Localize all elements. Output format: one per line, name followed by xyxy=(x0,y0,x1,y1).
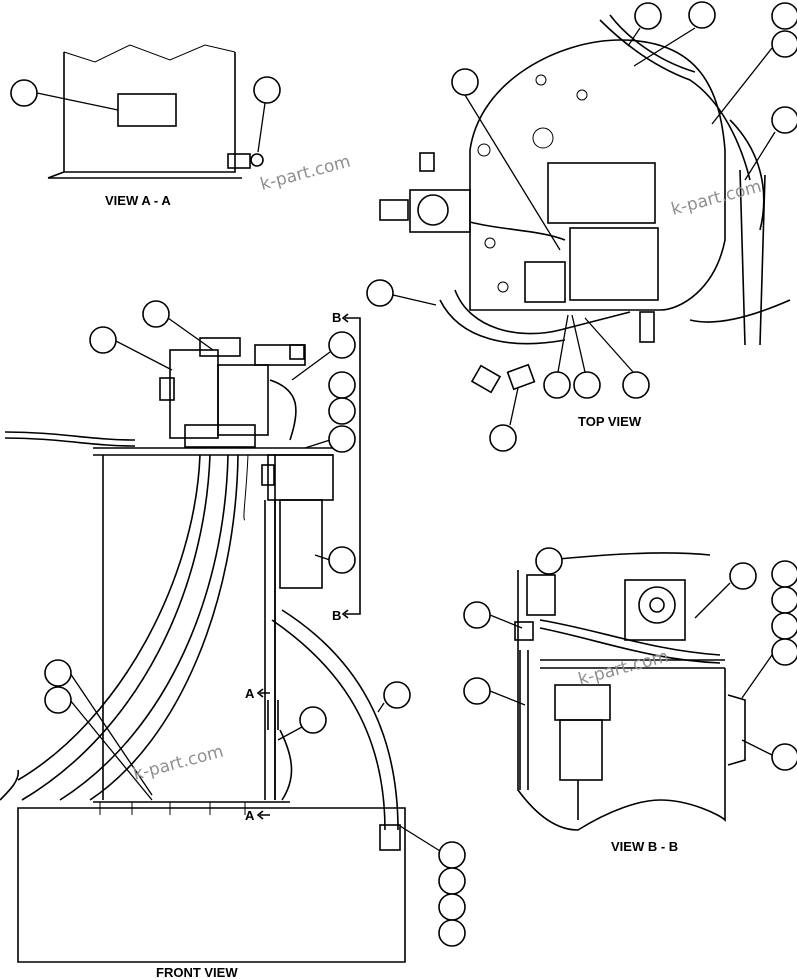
callout-t2[interactable] xyxy=(634,2,662,30)
callout-f4[interactable] xyxy=(328,371,356,399)
callout-b2[interactable] xyxy=(729,562,757,590)
callout-b4[interactable] xyxy=(463,677,491,705)
callout-t10[interactable] xyxy=(622,371,650,399)
watermark-1: k-part.com xyxy=(258,152,353,195)
top-view-label: TOP VIEW xyxy=(578,414,642,429)
section-b-arrow xyxy=(341,313,361,619)
view-a-a-drawing xyxy=(47,44,264,179)
callout-f12[interactable] xyxy=(438,841,466,869)
callout-f6[interactable] xyxy=(328,425,356,453)
section-a-bottom: A xyxy=(245,808,255,823)
callout-f11[interactable] xyxy=(383,681,411,709)
callout-f13[interactable] xyxy=(438,867,466,895)
callout-t7[interactable] xyxy=(366,279,394,307)
callout-t3[interactable] xyxy=(688,1,716,29)
callout-f1[interactable] xyxy=(89,326,117,354)
watermark-2: k-part.com xyxy=(669,177,764,220)
section-b-top: B xyxy=(332,310,341,325)
view-b-b-label: VIEW B - B xyxy=(611,839,678,854)
view-b-b-drawing xyxy=(514,552,746,831)
callout-f7[interactable] xyxy=(328,546,356,574)
callout-f5[interactable] xyxy=(328,397,356,425)
callout-f9[interactable] xyxy=(44,686,72,714)
callout-t11[interactable] xyxy=(489,424,517,452)
callout-t9[interactable] xyxy=(573,371,601,399)
callout-t8[interactable] xyxy=(543,371,571,399)
callout-b6[interactable] xyxy=(771,586,797,614)
callout-t5[interactable] xyxy=(771,30,797,58)
callout-f8[interactable] xyxy=(44,659,72,687)
section-b-bottom: B xyxy=(332,608,341,623)
callout-t1[interactable] xyxy=(451,68,479,96)
section-a-top: A xyxy=(245,686,255,701)
callout-b7[interactable] xyxy=(771,612,797,640)
callout-f10[interactable] xyxy=(299,706,327,734)
callout-t6[interactable] xyxy=(771,106,797,134)
callout-f15[interactable] xyxy=(438,919,466,947)
callout-b8[interactable] xyxy=(771,638,797,666)
front-view-drawing xyxy=(0,337,406,963)
front-view-label: FRONT VIEW xyxy=(156,965,238,979)
callout-a2[interactable] xyxy=(253,76,281,104)
callout-f2[interactable] xyxy=(142,300,170,328)
callout-t4[interactable] xyxy=(771,2,797,30)
callout-b3[interactable] xyxy=(463,601,491,629)
callout-b9[interactable] xyxy=(771,743,797,771)
watermark-4: k-part.com xyxy=(576,647,671,690)
callout-a1[interactable] xyxy=(10,79,38,107)
view-a-a-label: VIEW A - A xyxy=(105,193,171,208)
section-a-arrow xyxy=(256,688,270,820)
callout-b5[interactable] xyxy=(771,560,797,588)
callout-f14[interactable] xyxy=(438,893,466,921)
callout-f3[interactable] xyxy=(328,331,356,359)
top-view-drawing xyxy=(379,14,791,394)
callout-b1[interactable] xyxy=(535,547,563,575)
